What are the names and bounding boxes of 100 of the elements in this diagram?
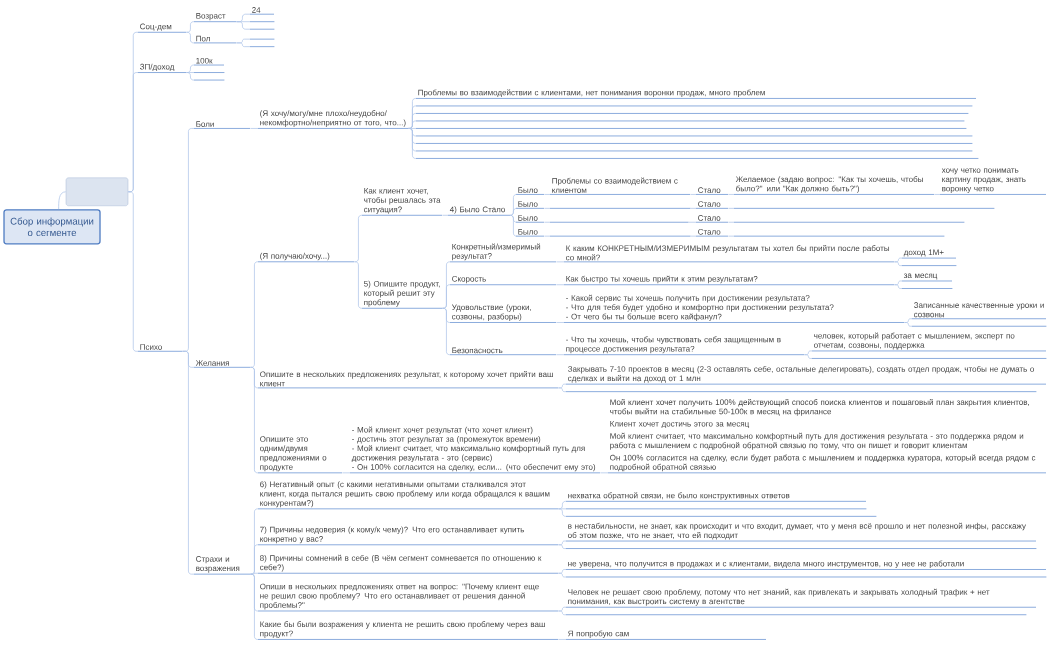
branch-topic: 100к [193, 57, 225, 66]
connector-line [442, 214, 449, 216]
branch-topic: - Какой сервис ты хочешь получить при достижении результата? - Что для тебя будет удобно и комфортно при достижении результата? - От чего бы ты больше всего кайфанул? [563, 294, 905, 323]
branch-topic: - Мой клиент хочет результат (что хочет клиент) - достичь этот результат за (промежуток времени) - Мой клиент считает, что максимально комфортный путь для достижения результата - это (сервис) - Он 100% согласится на сделку, если... (что обеспечит ему это) [349, 426, 601, 474]
empty-branch-line [415, 113, 969, 114]
connector-line [804, 354, 813, 359]
empty-branch-line [565, 508, 867, 510]
connector-line [354, 261, 363, 309]
connector-line [894, 261, 903, 266]
connector-line [58, 191, 67, 210]
connector-line [556, 261, 565, 263]
branch-topic: нехватка обратной связи, не было конструктивных ответов [565, 492, 867, 502]
empty-branch-line [565, 515, 877, 517]
branch-topic: 6) Негативный опыт (с какими негативными опытами сталкивался этот клиент, когда пытался решить свою проблему или когда обращался к вашим конкурентам?) [257, 481, 559, 510]
branch-topic: человек, который работает с мышлением, эксперт по отчетам, созвоны, поддержка [811, 332, 1047, 352]
connector-line [442, 284, 451, 309]
connector-line [904, 322, 913, 327]
branch-topic: Стало [695, 229, 729, 237]
branch-topic: Опишите это одним/двумя предложениями о продукте [257, 436, 343, 474]
empty-branch-line [733, 235, 945, 237]
branch-topic: - Что ты хочешь, чтобы чувствовать себя защищенным в процессе достижения результата? [563, 336, 805, 356]
connector-line [556, 284, 565, 286]
branch-topic: (Я получаю/хочу...) [257, 252, 355, 263]
branch-topic: Опишите в нескольких предложениях результат, к которому хочет прийти ваш клиент [257, 371, 559, 389]
branch-topic: доход 1М+ [901, 249, 957, 259]
branch-topic: (Я хочу/могу/мне плохо/неудобно/ некомфортно/неприятно от того, что...) [257, 110, 409, 129]
connector-line [510, 207, 517, 216]
branch-topic: Безопасность [449, 347, 557, 356]
connector-line [250, 261, 259, 368]
connector-line [558, 569, 567, 574]
connector-line [186, 64, 195, 73]
connector-line [690, 207, 697, 209]
branch-topic: Пол [193, 35, 237, 44]
empty-branch-line [193, 72, 225, 73]
empty-branch-line [549, 207, 691, 209]
connector-line [544, 221, 551, 223]
empty-branch-line [901, 265, 957, 267]
connector-line [934, 194, 941, 195]
connector-line [544, 235, 551, 237]
connector-line [688, 221, 697, 223]
empty-branch-line [549, 235, 691, 237]
empty-branch-line [415, 135, 973, 137]
connector-line [408, 128, 417, 159]
connector-line [408, 120, 417, 129]
branch-topic: Стало [695, 201, 729, 209]
branch-topic: Проблемы во взаимодействии с клиентами, нет понимания воронки продаж, много проблем [415, 89, 977, 99]
branch-topic: Какие бы были возражения у клиента не решить свою проблему через ваш продукт? [257, 621, 559, 640]
empty-branch-line [249, 28, 275, 30]
branch-topic: Стало [695, 187, 729, 195]
connector-line [342, 472, 351, 474]
branch-topic: Страхи и возражения [193, 556, 251, 575]
connector-line [250, 128, 259, 129]
branch-topic: Желания [193, 360, 251, 368]
connector-line [728, 194, 735, 195]
branch-topic: 5) Опишите продукт, который решит эту проблему [361, 280, 443, 309]
connector-line [690, 194, 697, 195]
branch-topic: К каким КОНКРЕТНЫМ/ИЗМЕРИМЫМ результатам ты хотел бы прийти после работы со мной? [563, 245, 895, 263]
connector-line [544, 207, 551, 209]
connector-line [690, 235, 697, 237]
branch-topic: Человек не решает свою проблему, потому что нет знаний, как привлекать и закрывать холодный трафик + нет понимания, как выстроить систему в агентстве [565, 588, 1037, 608]
empty-branch-line [733, 207, 995, 209]
branch-topic: Конкретный/измеримый результат? [449, 243, 557, 263]
empty-branch-line [911, 325, 1047, 327]
connector-line [250, 572, 259, 575]
connector-line [558, 610, 567, 616]
empty-branch-line [901, 288, 953, 289]
branch-topic: в нестабильности, не знает, как происходит и что входит, думает, что у меня всё прошло и нет полезной инфы, расскажу об этом позже, что не знает, что ей подходит [565, 522, 1037, 542]
branch-topic: Было [515, 201, 545, 209]
connector-line [558, 508, 567, 510]
connector-line [558, 639, 567, 640]
empty-branch-line [811, 358, 1047, 359]
branch-topic: 24 [249, 7, 275, 15]
empty-branch-line [565, 548, 1037, 549]
empty-branch-line [415, 158, 979, 159]
connector-line [904, 318, 913, 323]
branch-topic: Стало [695, 215, 729, 223]
empty-branch-line [415, 143, 973, 144]
empty-branch-line [193, 79, 225, 81]
branch-topic: Возраст [193, 13, 237, 23]
connector-line [442, 307, 451, 356]
branch-topic: Было [515, 187, 545, 195]
connector-line [250, 544, 259, 575]
branch-topic: Боли [193, 121, 251, 129]
empty-branch-line [565, 391, 1037, 393]
connector-line [558, 508, 567, 517]
empty-branch-line [249, 46, 275, 48]
connector-line [558, 544, 567, 549]
connector-line [558, 387, 567, 393]
branch-topic: Скорость [449, 276, 557, 286]
empty-branch-line [733, 221, 965, 223]
connector-line [600, 472, 609, 474]
branch-topic: 7) Причины недоверия (к кому/к чему)? Что его останавливает купить конкретно у вас? [257, 526, 559, 546]
connector-line [236, 42, 251, 48]
branch-topic: хочу четко понимать картину продаж, знать воронку четко [939, 168, 1047, 195]
connector-line [250, 573, 259, 640]
connector-line [728, 207, 735, 209]
branch-topic: Удовольствие (уроки, созвоны, разборы) [449, 304, 557, 323]
connector-line [728, 235, 735, 237]
branch-topic: Я попробую сам [565, 630, 767, 640]
branch-topic: 8) Причины сомнений в себе (В чём сегмент сомневается по отношению к себе?) [257, 554, 559, 574]
